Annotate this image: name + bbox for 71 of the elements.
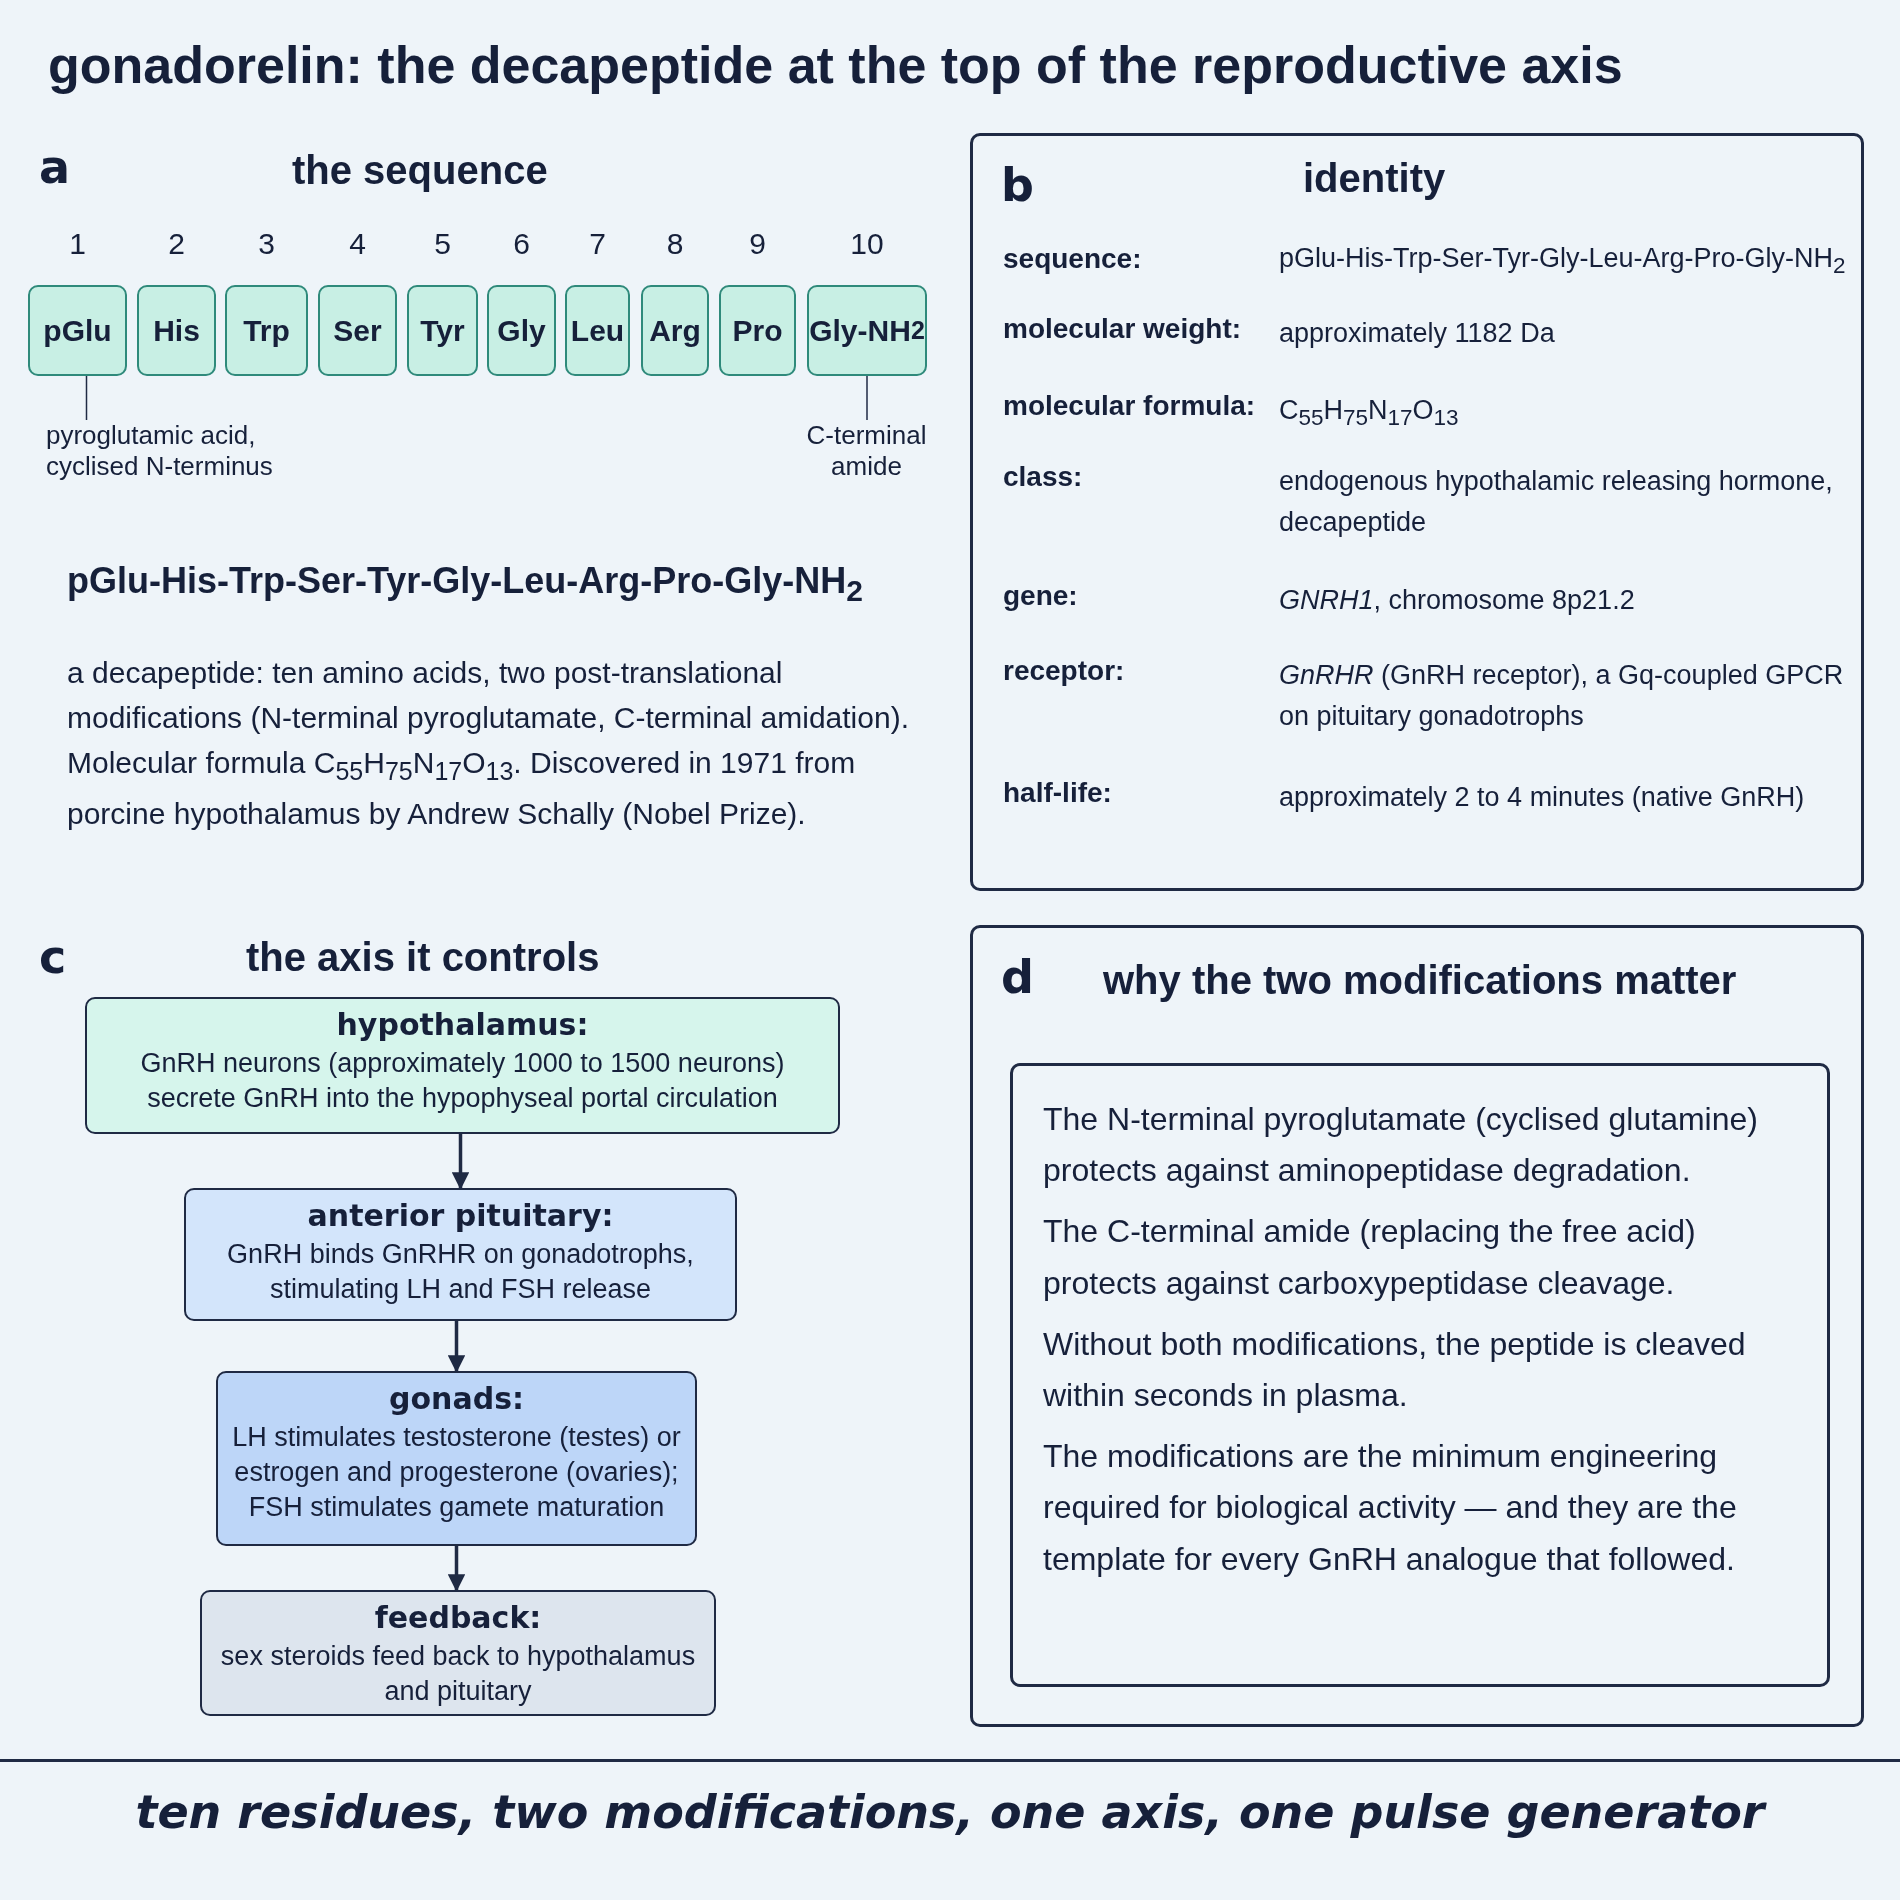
panel-letter: c <box>39 930 67 984</box>
field-label: molecular weight: <box>1003 313 1243 345</box>
field-value: pGlu-His-Trp-Ser-Tyr-Gly-Leu-Arg-Pro-Gly-NH$_{2}$ <box>1279 243 1847 280</box>
annotation-text: pyroglutamic acid, cyclised N-terminus <box>46 420 326 500</box>
panel-heading: why the two modifications matter <box>1103 958 1737 1003</box>
panel-frame <box>970 133 1864 891</box>
flow-box <box>85 997 840 1134</box>
field-value: approximately 2 to 4 minutes (native GnRH) <box>1279 781 1806 814</box>
residue-number: 9 <box>748 227 767 261</box>
residue-box: Trp <box>225 285 308 376</box>
box-text: LH stimulates testosterone (testes) or estrogen and progesterone (ovaries); FSH stimulates gamete maturation <box>232 1421 681 1525</box>
panel-heading: the axis it controls <box>246 935 600 980</box>
field-label: class: <box>1003 461 1084 493</box>
residue-box: Arg <box>641 285 709 376</box>
field-label: molecular formula: <box>1003 390 1257 422</box>
field-label: gene: <box>1003 580 1079 612</box>
peptide-sequence: pGlu-His-Trp-Ser-Tyr-Gly-Leu-Arg-Pro-Gly-NH$_{2}$ <box>67 560 865 609</box>
paragraph: The C-terminal amide (replacing the free acid) protects against carboxypeptidase cleavage. <box>1043 1212 1697 1303</box>
field-label: sequence: <box>1003 243 1143 275</box>
residue-box: His <box>137 285 216 376</box>
residue-number: 4 <box>348 227 367 261</box>
panel-heading: identity <box>1303 156 1446 201</box>
paragraph: Without both modifications, the peptide is cleaved within seconds in plasma. <box>1043 1324 1747 1415</box>
leader-line <box>866 375 868 421</box>
field-value: GnRHR (GnRH receptor), a Gq-coupled GPCR on pituitary gonadotrophs <box>1279 659 1845 733</box>
arrow <box>447 1321 466 1373</box>
residue-number: 3 <box>257 227 276 261</box>
paragraph: The modifications are the minimum engineering required for biological activity — and they are the template for every GnRH analogue that followed. <box>1043 1437 1738 1579</box>
box-heading: gonads: <box>388 1381 525 1416</box>
caption: ten residues, two modifications, one axis, one pulse generator <box>134 1785 1768 1839</box>
panel-letter: d <box>1001 950 1034 1004</box>
panel-letter: a <box>39 140 71 194</box>
box-text: GnRH binds GnRHR on gonadotrophs, stimulating LH and FSH release <box>226 1238 695 1307</box>
residue-box: pGlu <box>28 285 127 376</box>
paragraph: The N-terminal pyroglutamate (cyclised glutamine) protects against aminopeptidase degradation. <box>1043 1100 1759 1191</box>
panel-letter: b <box>1001 158 1034 212</box>
residue-box: Leu <box>565 285 630 376</box>
residue-number: 1 <box>68 227 87 261</box>
field-value: GNRH1, chromosome 8p21.2 <box>1279 584 1636 617</box>
title: gonadorelin: the decapeptide at the top of the reproductive axis <box>48 35 1624 95</box>
box-heading: feedback: <box>373 1600 543 1635</box>
residue-box: Ser <box>318 285 397 376</box>
residue-number: 6 <box>512 227 531 261</box>
box-heading: anterior pituitary: <box>306 1198 615 1233</box>
panel-heading: the sequence <box>292 148 548 193</box>
flow-box <box>184 1188 737 1321</box>
annotation-text: C-terminal amide <box>790 420 943 500</box>
field-label: receptor: <box>1003 655 1126 687</box>
field-label: half-life: <box>1003 777 1113 809</box>
panel-frame <box>970 925 1864 1727</box>
field-value: approximately 1182 Da <box>1279 317 1556 350</box>
residue-number: 8 <box>665 227 685 261</box>
residue-box: Tyr <box>407 285 478 376</box>
residue-number: 10 <box>849 227 885 261</box>
residue-box: Gly <box>487 285 556 376</box>
description-text: a decapeptide: ten amino acids, two post-translational modifications (N-terminal pyroglutamate, C-terminal amidation). Molecular formula C$_{55}$H$_{75}$N$_{17}$O$_{13}$. Discovered in 1971 from porcine hypothalamus by Andrew Schally (Nobel Prize). <box>67 655 910 832</box>
box-heading: hypothalamus: <box>335 1007 590 1042</box>
residue-number: 2 <box>167 227 186 261</box>
leader-line <box>85 375 88 421</box>
arrow <box>447 1546 466 1592</box>
text-box <box>1010 1063 1830 1687</box>
box-text: GnRH neurons (approximately 1000 to 1500 neurons) secrete GnRH into the hypophyseal portal circulation <box>139 1047 786 1116</box>
field-value: C$_{55}$H$_{75}$N$_{17}$O$_{13}$ <box>1279 394 1460 433</box>
residue-number: 7 <box>588 227 607 261</box>
residue-number: 5 <box>433 227 452 261</box>
residue-box: Pro <box>719 285 796 376</box>
flow-box <box>216 1371 697 1546</box>
arrow <box>451 1134 470 1190</box>
flow-box <box>200 1590 716 1716</box>
field-value: endogenous hypothalamic releasing hormone, decapeptide <box>1279 465 1834 539</box>
box-text: sex steroids feed back to hypothalamus and pituitary <box>219 1640 697 1709</box>
